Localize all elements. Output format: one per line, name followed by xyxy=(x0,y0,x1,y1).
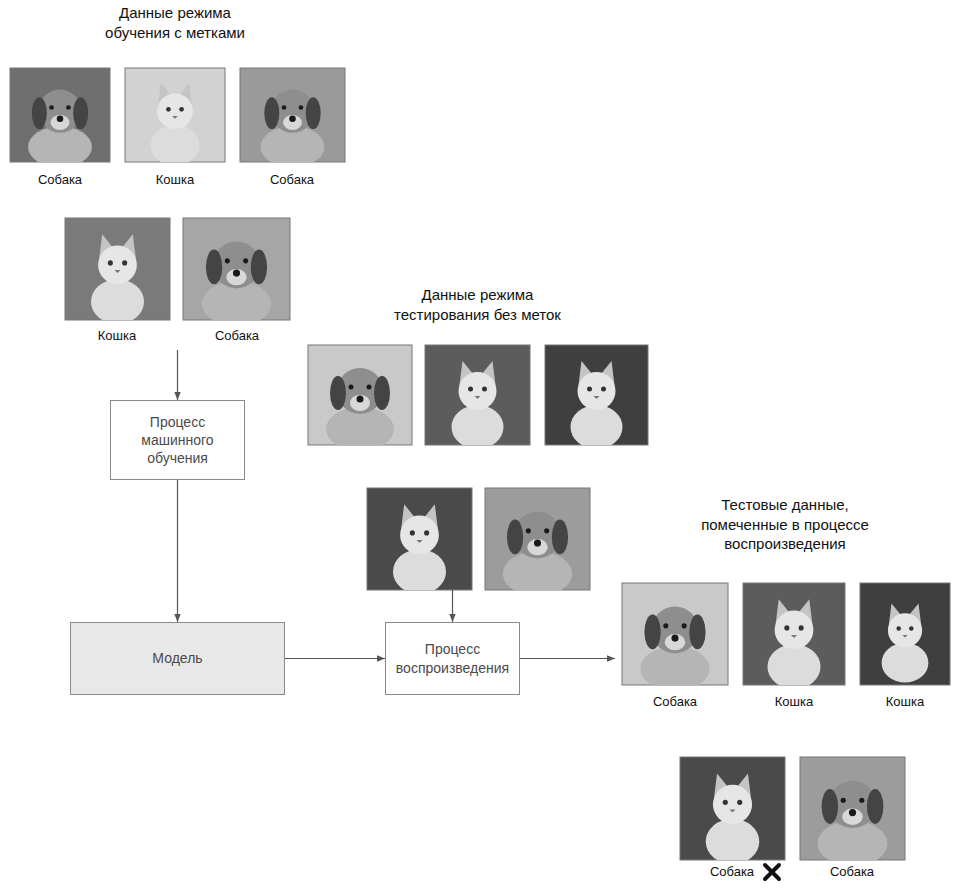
cat-photo xyxy=(393,504,446,594)
photo-caption: Собака xyxy=(653,694,697,710)
flow-arrow xyxy=(452,590,453,622)
cat-photo xyxy=(151,83,200,166)
box-label: Процесс машинного обучения xyxy=(119,413,236,468)
flow-arrow xyxy=(177,350,178,400)
dog-photo xyxy=(261,90,325,168)
cat-photo xyxy=(706,773,760,864)
cat-photo xyxy=(767,599,820,689)
flow-arrow xyxy=(177,480,178,622)
dog-photo xyxy=(28,90,92,168)
cat-photo xyxy=(452,361,504,449)
photo-caption: Собака xyxy=(710,864,754,880)
photo-caption: Собака xyxy=(38,172,82,188)
box-label: Модель xyxy=(152,649,202,667)
flow-arrow xyxy=(520,658,615,659)
process-box: Процесс машинного обучения xyxy=(110,400,245,480)
group-heading: Тестовые данные, помеченные в процессе в… xyxy=(690,495,880,554)
box-label: Процесс воспроизведения xyxy=(394,640,511,676)
dog-photo xyxy=(202,241,271,326)
photo-caption: Собака xyxy=(830,864,874,880)
photo-frame xyxy=(860,583,950,685)
photo-caption: Собака xyxy=(270,172,314,188)
cat-photo xyxy=(91,234,144,324)
photo-caption: Кошка xyxy=(156,172,194,188)
dog-photo xyxy=(326,368,394,451)
data-group: Данные режима тестирования без меток xyxy=(300,285,655,590)
photo-caption: Кошка xyxy=(98,328,136,344)
flow-arrow xyxy=(285,658,385,659)
photo-caption: Собака xyxy=(215,328,259,344)
cat-photo xyxy=(571,361,623,449)
data-group: Тестовые данные, помеченные в процессе в… xyxy=(615,495,955,883)
cat-photo xyxy=(882,603,929,682)
group-heading: Данные режима тестирования без меток xyxy=(378,285,578,324)
photo-caption: Кошка xyxy=(886,694,924,710)
process-box: Процесс воспроизведения xyxy=(385,622,520,695)
error-cross xyxy=(765,865,779,879)
dog-photo xyxy=(640,606,709,691)
dog-photo xyxy=(503,511,572,596)
group-heading: Данные режима обучения с метками xyxy=(88,3,263,42)
photo-caption: Кошка xyxy=(775,694,813,710)
dog-photo xyxy=(817,781,887,866)
process-box: Модель xyxy=(70,622,285,695)
